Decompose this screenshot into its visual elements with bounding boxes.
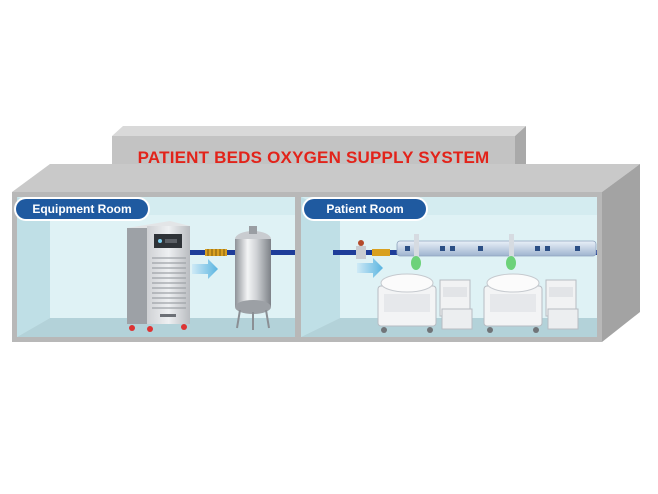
- patient-room-label: Patient Room: [304, 199, 426, 219]
- hospital-bed-icon: [377, 273, 437, 333]
- storage-tank-icon: [235, 226, 271, 330]
- bedside-cabinet-icon: [545, 279, 579, 330]
- building-roof: [12, 164, 640, 192]
- bedside-cabinet-icon: [439, 279, 473, 330]
- humidifier-icon: [506, 256, 516, 270]
- oxygen-generator-icon: [127, 221, 190, 332]
- equipment-room-label: Equipment Room: [16, 199, 148, 219]
- humidifier-icon: [411, 256, 421, 270]
- title-block-top: [112, 126, 526, 136]
- flow-arrow-icon: [357, 258, 383, 278]
- pipe-tank-to-wall: [271, 250, 295, 255]
- hospital-bed-icon: [483, 273, 543, 333]
- pipe-generator-to-tank: [190, 249, 236, 256]
- building-side-wall: [602, 164, 640, 342]
- flow-arrow-icon: [192, 259, 218, 279]
- bed-head-unit-icon: [396, 234, 597, 270]
- valve-icon: [358, 240, 364, 246]
